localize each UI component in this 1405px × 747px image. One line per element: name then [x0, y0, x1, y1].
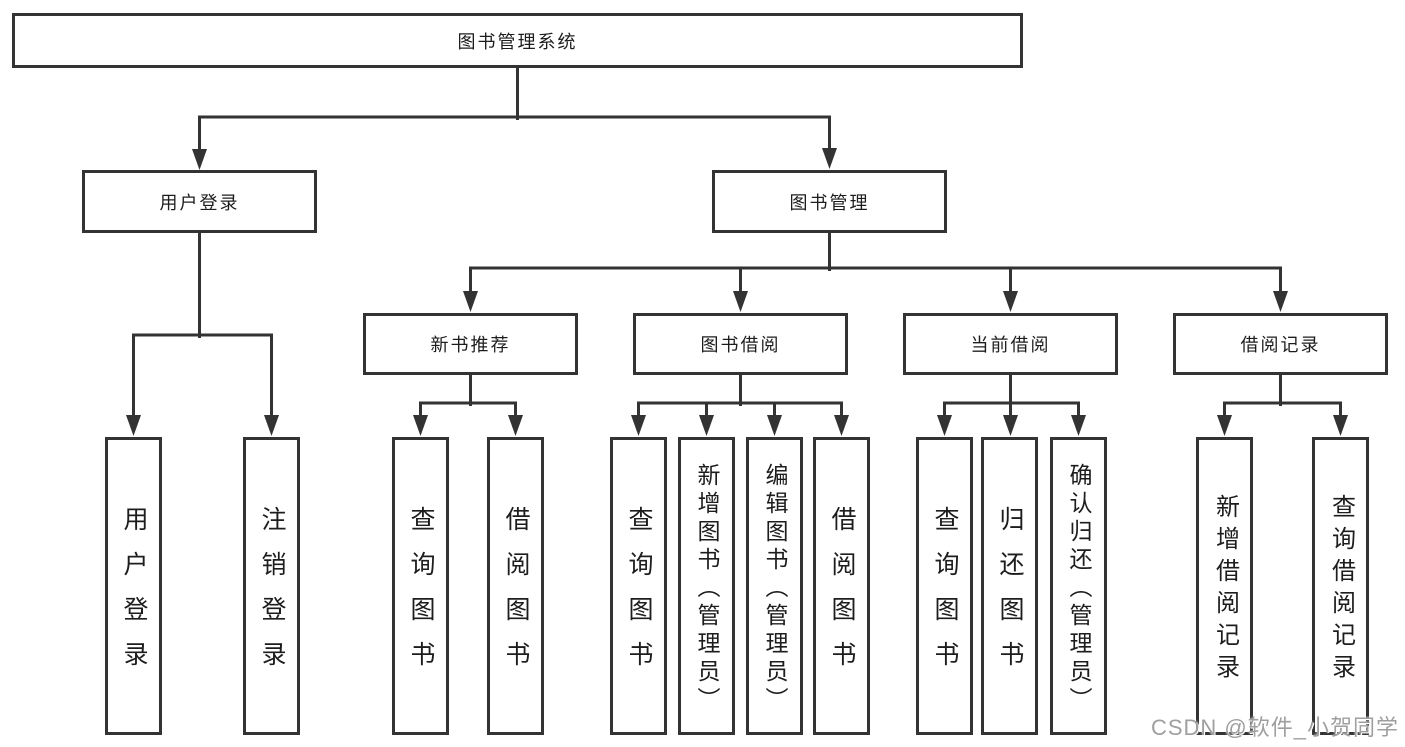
arrowhead-icon: [508, 415, 523, 436]
node-label: 新增借阅记录: [1211, 494, 1239, 686]
arrowhead-icon: [1003, 415, 1018, 436]
node-new-book-recommend: 新书推荐: [363, 313, 578, 375]
arrowhead-icon: [631, 415, 646, 436]
node-borrowing-records: 借阅记录: [1173, 313, 1388, 375]
node-label: 查询借阅记录: [1327, 494, 1355, 686]
node-label: 当前借阅: [970, 335, 1051, 355]
node-current-borrowing: 当前借阅: [903, 313, 1118, 375]
node-label: 借阅图书: [502, 506, 530, 686]
arrowhead-icon: [1273, 291, 1288, 312]
leaf-borrow-books-recommend: 借阅图书: [487, 437, 544, 735]
arrowhead-icon: [1333, 415, 1348, 436]
node-book-management: 图书管理: [712, 170, 947, 233]
node-label: 查询图书: [931, 506, 959, 686]
arrowhead-icon: [126, 415, 141, 436]
node-label: 图书管理: [789, 192, 870, 213]
leaf-query-books-borrowing: 查询图书: [610, 437, 667, 735]
leaf-query-books-current: 查询图书: [916, 437, 973, 735]
node-label: 图书管理系统: [457, 31, 578, 52]
arrowhead-icon: [463, 291, 478, 312]
node-label: 新书推荐: [430, 335, 511, 355]
node-label: 用户登录: [120, 506, 148, 686]
node-label: 注销登录: [258, 506, 286, 686]
node-label: 借阅图书: [828, 506, 856, 686]
arrowhead-icon: [192, 149, 207, 170]
leaf-user-login: 用户登录: [105, 437, 162, 735]
arrowhead-icon: [767, 415, 782, 436]
arrowhead-icon: [834, 415, 849, 436]
arrowhead-icon: [1217, 415, 1232, 436]
node-label: 查询图书: [625, 506, 653, 686]
arrowhead-icon: [699, 415, 714, 436]
leaf-return-books: 归还图书: [981, 437, 1038, 735]
leaf-add-books-admin: 新增图书（管理员）: [678, 437, 735, 735]
arrowhead-icon: [733, 291, 748, 312]
arrowhead-icon: [1071, 415, 1086, 436]
arrowheads-group: [126, 148, 1348, 436]
arrowhead-icon: [937, 415, 952, 436]
node-label: 查询图书: [407, 506, 435, 686]
leaf-logout: 注销登录: [243, 437, 300, 735]
leaf-query-borrow-record: 查询借阅记录: [1312, 437, 1369, 735]
node-label: 编辑图书（管理员）: [762, 462, 788, 715]
arrowhead-icon: [822, 148, 837, 169]
node-label: 新增图书（管理员）: [694, 462, 720, 715]
arrowhead-icon: [413, 415, 428, 436]
leaf-add-borrow-record: 新增借阅记录: [1196, 437, 1253, 735]
leaf-borrow-books-borrowing: 借阅图书: [813, 437, 870, 735]
leaf-query-books-recommend: 查询图书: [392, 437, 449, 735]
csdn-watermark: CSDN @软件_小贺同学: [1150, 715, 1399, 740]
leaf-confirm-return-admin: 确认归还（管理员）: [1050, 437, 1107, 735]
node-label: 归还图书: [996, 506, 1024, 686]
node-label: 用户登录: [159, 192, 240, 213]
leaf-edit-books-admin: 编辑图书（管理员）: [746, 437, 803, 735]
connector-lines: [132, 66, 1342, 420]
node-user-login: 用户登录: [82, 170, 317, 233]
node-label: 图书借阅: [700, 335, 781, 355]
node-book-borrowing: 图书借阅: [633, 313, 848, 375]
arrowhead-icon: [1003, 291, 1018, 312]
node-label: 确认归还（管理员）: [1066, 462, 1092, 715]
arrowhead-icon: [264, 415, 279, 436]
node-root: 图书管理系统: [12, 13, 1023, 68]
node-label: 借阅记录: [1240, 335, 1321, 355]
